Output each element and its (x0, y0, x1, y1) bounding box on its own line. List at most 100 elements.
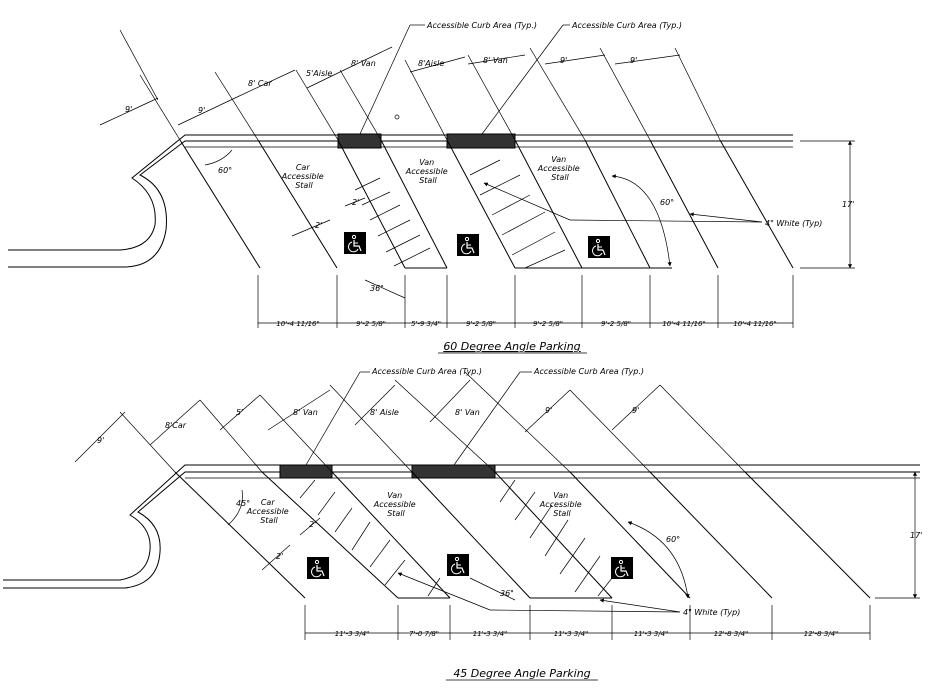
stall-line: Accessible (539, 500, 582, 509)
accessible-symbol-icon (446, 553, 470, 577)
accessible-symbol-icon (610, 556, 634, 580)
dim-label: 5' (236, 408, 243, 417)
stall-lines-60 (119, 29, 794, 269)
stall-line: Stall (295, 181, 313, 190)
accessible-curb-area (279, 464, 333, 479)
dim-label: 8' Van (293, 408, 318, 417)
dim-label: 36" (500, 589, 514, 598)
stall-label-van: Van Accessible Stall (539, 491, 585, 518)
dim-label: 9' (545, 406, 552, 415)
accessible-symbol-icon (456, 233, 480, 257)
hatch-60 (354, 159, 566, 269)
dim-label: 9' (632, 406, 639, 415)
bottom-dim: 9'-2 5/8" (356, 320, 386, 328)
dim-label: 8' Van (455, 408, 480, 417)
accessible-symbol-icon (343, 231, 367, 255)
callout-accessible-curb: Accessible Curb Area (Typ.) (533, 367, 644, 376)
dim-label: 9' (630, 56, 637, 65)
bottom-dim: 9'-2 5/8" (533, 320, 563, 328)
dim-label: 5'Aisle (306, 69, 332, 78)
stall-line: Accessible (405, 167, 448, 176)
stall-line: Van (551, 155, 566, 164)
bottom-dim: 11'-3 3/4" (634, 630, 669, 638)
angle-label: 60° (218, 166, 232, 175)
depth-label: 17' (910, 531, 922, 540)
stall-label-van: Van Accessible Stall (405, 158, 451, 185)
dim-label: 8' Van (351, 59, 376, 68)
bottom-dim: 9'-2 5/8" (466, 320, 496, 328)
stall-label-car: Car Accessible Stall (246, 498, 292, 525)
stall-line: Car (261, 498, 275, 507)
stall-line: Van (387, 491, 402, 500)
stall-line: Car (296, 163, 310, 172)
bottom-dim: 5'-9 3/4" (411, 320, 441, 328)
dim-label: 8'Aisle (418, 59, 444, 68)
dim-label: 2' (309, 520, 316, 529)
stall-line: Stall (419, 176, 437, 185)
stall-label-van: Van Accessible Stall (537, 155, 583, 182)
accessible-symbol-icon (587, 235, 611, 259)
bottom-dim: 12'-8 3/4" (804, 630, 839, 638)
bottom-dim: 10'-4 11/16" (276, 320, 319, 328)
bottom-dim: 11'-3 3/4" (473, 630, 508, 638)
bottom-dims-60: 10'-4 11/16" 9'-2 5/8" 5'-9 3/4" 9'-2 5/… (276, 320, 776, 328)
stall-line: Accessible (373, 500, 416, 509)
bottom-dimension-line-60 (257, 275, 794, 328)
stall-line: Accessible (281, 172, 324, 181)
callout-accessible-curb: Accessible Curb Area (Typ.) (426, 21, 537, 30)
callout-leader (481, 24, 564, 135)
callout-leader (359, 24, 411, 135)
diagram-45-degree: Accessible Curb Area (Typ.) Accessible C… (3, 367, 922, 681)
hatch-45 (299, 479, 613, 597)
stall-label-van: Van Accessible Stall (373, 491, 419, 518)
bottom-dim: 7'-0 7/8" (409, 630, 439, 638)
dim-label: 2' (352, 198, 359, 207)
stall-lines-45 (119, 371, 871, 599)
stall-line: Stall (551, 173, 569, 182)
dim-label: 8' Aisle (370, 408, 399, 417)
dim-label: 36" (370, 284, 384, 293)
dim-label: 9' (125, 105, 132, 114)
stall-line: Stall (260, 516, 278, 525)
stripe-callout: 4" White (Typ) (683, 608, 740, 617)
dimension-lines-top-45 (74, 379, 661, 463)
stripe-callout: 4" White (Typ) (765, 219, 822, 228)
marker-dot (394, 114, 400, 120)
dim-label: 8' Van (483, 56, 508, 65)
dim-label: 8' Car (248, 79, 272, 88)
stall-line: Stall (387, 509, 405, 518)
accessible-symbol-icon (306, 556, 330, 580)
dimension-lines-top-60 (99, 46, 681, 126)
dim-label: 2' (315, 221, 322, 230)
callout-accessible-curb: Accessible Curb Area (Typ.) (371, 367, 482, 376)
stall-line: Van (553, 491, 568, 500)
bottom-dim: 12'-8 3/4" (714, 630, 749, 638)
accessible-curb-area (337, 133, 382, 149)
curb-lines-60 (8, 134, 793, 268)
accessible-curb-area (411, 464, 496, 479)
diagram-60-degree: Accessible Curb Area (Typ.) Accessible C… (8, 21, 855, 354)
angle-label: 45° (236, 499, 250, 508)
diagram-title: 60 Degree Angle Parking (443, 340, 580, 353)
bottom-dim: 10'-4 11/16" (733, 320, 776, 328)
diagram-title: 45 Degree Angle Parking (453, 667, 590, 680)
depth-label: 17' (842, 200, 854, 209)
stall-line: Accessible (537, 164, 580, 173)
bottom-dim: 11'-3 3/4" (335, 630, 370, 638)
stall-line: Stall (553, 509, 571, 518)
stall-line: Van (419, 158, 434, 167)
bottom-dim: 11'-3 3/4" (554, 630, 589, 638)
dim-label: 9' (97, 436, 104, 445)
bottom-dimension-line-45 (304, 605, 871, 640)
bottom-dim: 10'-4 11/16" (662, 320, 705, 328)
dim-label: 9' (198, 106, 205, 115)
angle-label: 60° (666, 535, 680, 544)
dim-label: 8'Car (165, 421, 187, 430)
accessible-curb-area (446, 133, 516, 149)
bottom-dim: 9'-2 5/8" (601, 320, 631, 328)
stall-line: Accessible (246, 507, 289, 516)
bottom-dims-45: 11'-3 3/4" 7'-0 7/8" 11'-3 3/4" 11'-3 3/… (335, 630, 839, 638)
callout-accessible-curb: Accessible Curb Area (Typ.) (571, 21, 682, 30)
stall-label-car: Car Accessible Stall (281, 163, 327, 190)
